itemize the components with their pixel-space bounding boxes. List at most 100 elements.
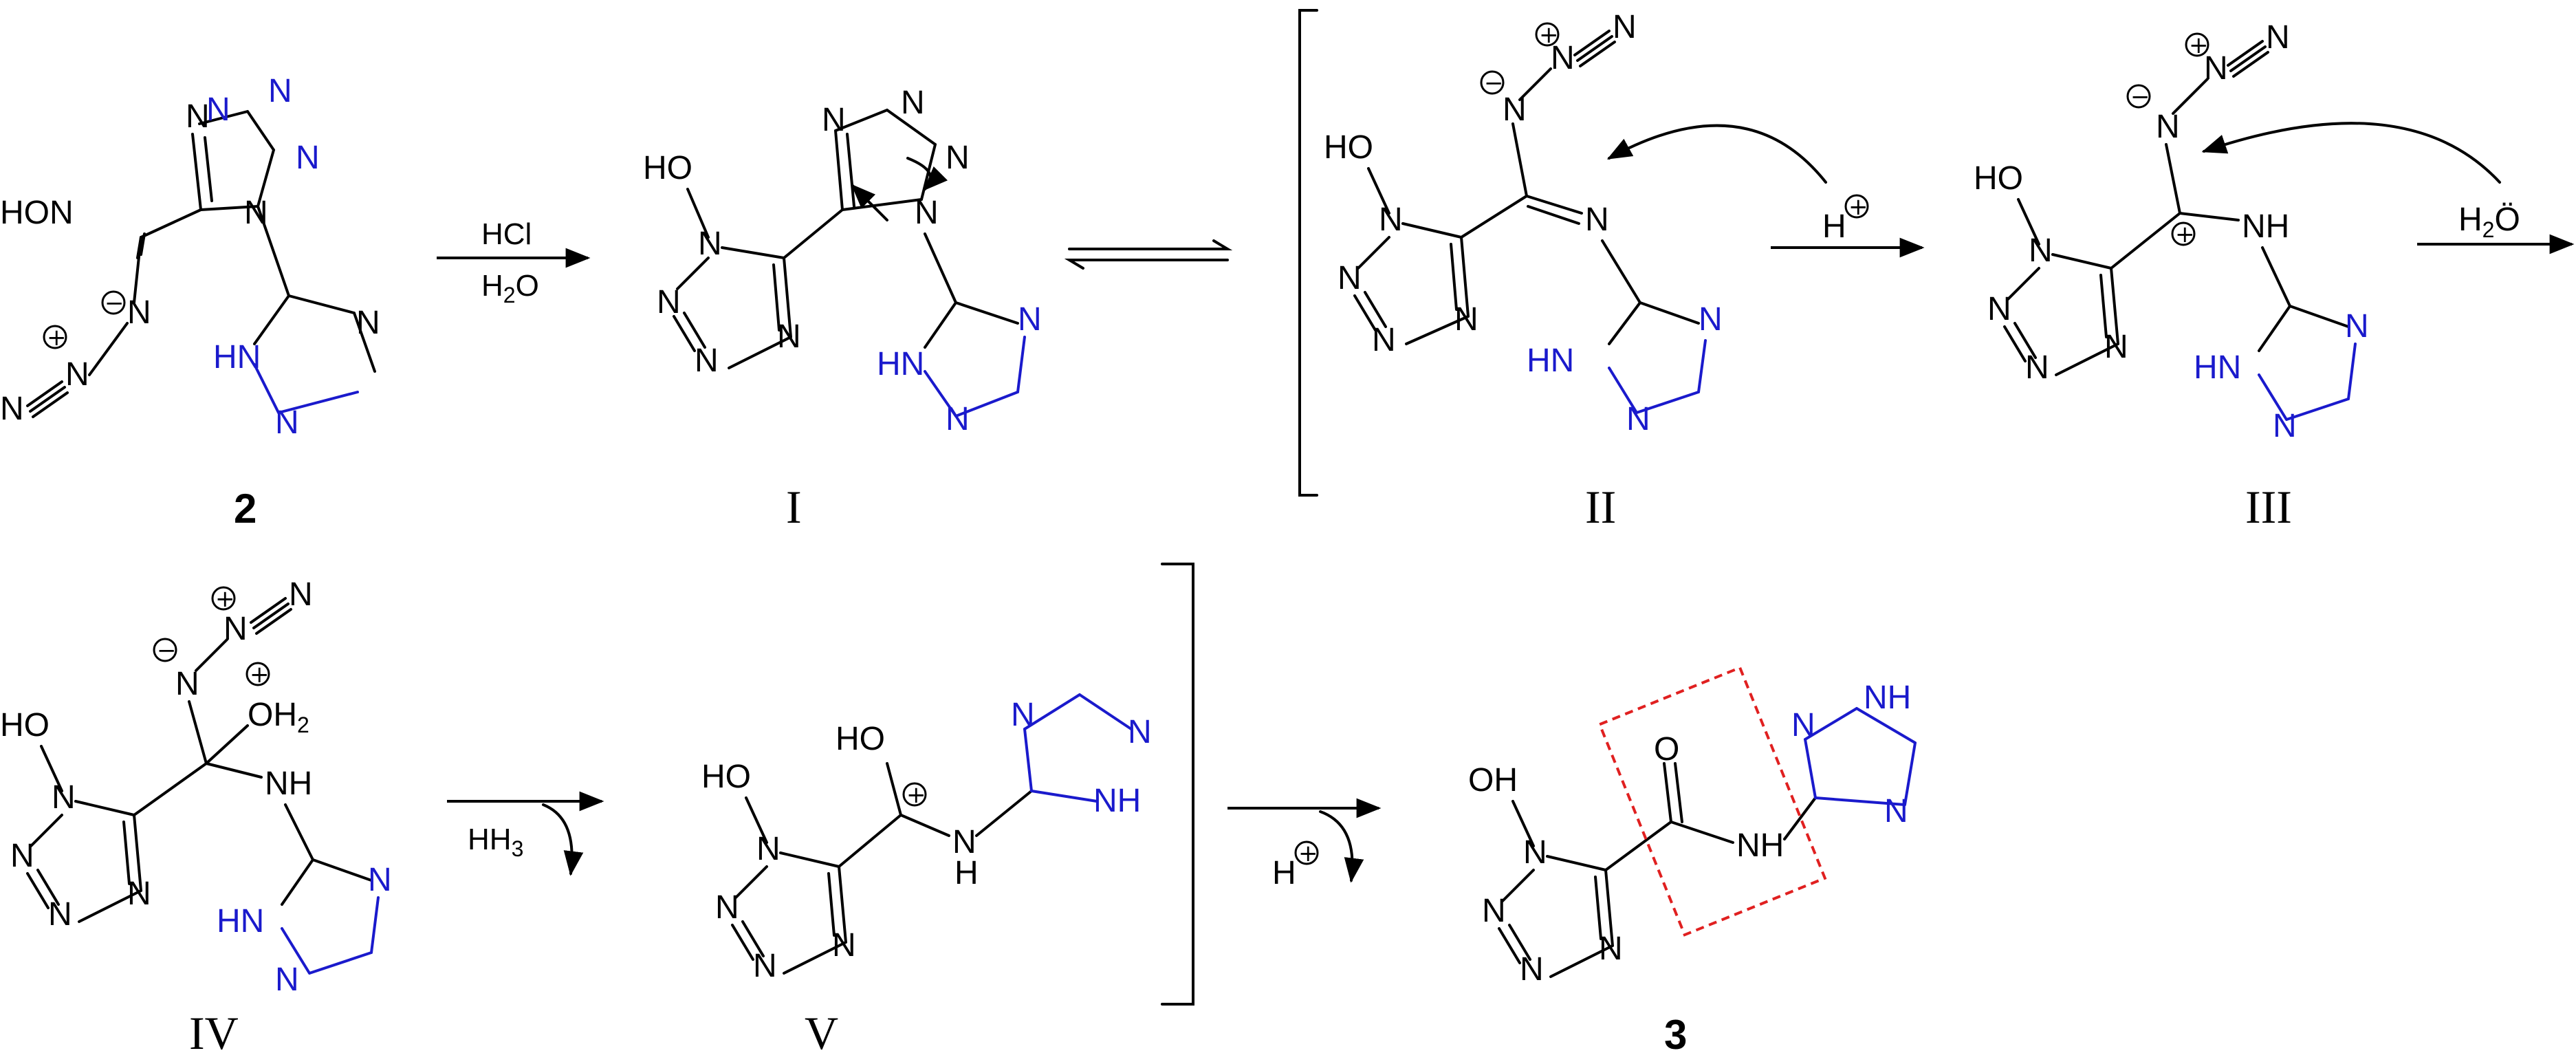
svg-text:N: N xyxy=(1599,931,1623,967)
svg-text:N: N xyxy=(1523,834,1547,871)
bracket-right xyxy=(1161,563,1194,1006)
svg-text:HO: HO xyxy=(1324,129,1373,166)
atom-hon: HON xyxy=(0,195,74,231)
svg-text:N: N xyxy=(2204,50,2228,87)
atom-n: N xyxy=(206,91,230,128)
svg-text:N: N xyxy=(2266,19,2290,56)
svg-text:N: N xyxy=(946,140,970,176)
compound-V: HO N N N N HO + N H N N NH V xyxy=(701,693,1152,1053)
svg-text:N: N xyxy=(946,401,970,437)
atom-n: N xyxy=(65,356,89,393)
compound-label: 3 xyxy=(1664,1012,1687,1053)
svg-text:N: N xyxy=(777,318,801,355)
atom-n: N xyxy=(0,391,24,427)
svg-text:OH: OH xyxy=(1468,762,1518,799)
reaction-arrow-hcl: HCl H2O xyxy=(437,217,591,307)
svg-text:HN: HN xyxy=(217,903,264,940)
svg-text:+: + xyxy=(215,585,235,613)
bracket-left xyxy=(1298,9,1318,497)
svg-text:N: N xyxy=(1884,793,1908,829)
svg-text:N: N xyxy=(1551,40,1575,76)
svg-text:N: N xyxy=(695,343,719,379)
svg-text:H2O: H2O xyxy=(481,269,539,307)
svg-text:+: + xyxy=(2175,221,2195,248)
amide-highlight-box xyxy=(1597,666,1827,937)
svg-text:−: − xyxy=(1484,69,1504,97)
svg-text:N: N xyxy=(698,226,722,262)
svg-text:N: N xyxy=(2345,308,2369,345)
svg-text:N: N xyxy=(1128,714,1152,750)
atom-n: N xyxy=(186,98,210,135)
svg-text:N: N xyxy=(1613,9,1637,45)
svg-text:N: N xyxy=(952,824,976,860)
svg-text:+: + xyxy=(47,324,67,351)
svg-text:N: N xyxy=(289,576,313,613)
reaction-arrow-hn3: HH3 xyxy=(447,791,604,876)
svg-text:N: N xyxy=(1626,401,1650,437)
svg-text:N: N xyxy=(2273,408,2297,444)
compound-IV: HO N N N N N N N − + + OH2 NH N HN N IV xyxy=(0,576,392,1053)
atom-n: N xyxy=(275,404,299,441)
svg-text:N: N xyxy=(1379,202,1403,238)
svg-text:N: N xyxy=(1699,301,1723,338)
svg-text:N: N xyxy=(127,876,151,912)
svg-text:HO: HO xyxy=(1974,160,2023,197)
svg-text:H: H xyxy=(954,855,979,891)
svg-text:N: N xyxy=(2025,349,2049,386)
atom-n: N xyxy=(356,305,380,341)
svg-text:+: + xyxy=(250,661,270,688)
compound-label: V xyxy=(805,1007,838,1053)
compound-II: HO N N N N N N N − + N N HN N H + II xyxy=(1324,9,1869,533)
svg-text:N: N xyxy=(832,927,856,964)
svg-text:N: N xyxy=(1018,301,1042,338)
compound-3: OH N N N N O NH N NH N 3 xyxy=(1468,666,1917,1053)
svg-text:N: N xyxy=(175,666,199,702)
svg-text:HO: HO xyxy=(836,721,885,757)
compound-label: IV xyxy=(189,1007,239,1053)
svg-text:N: N xyxy=(48,896,72,933)
svg-text:HO: HO xyxy=(0,707,50,743)
compound-label: 2 xyxy=(234,486,256,532)
svg-text:N: N xyxy=(2104,329,2128,365)
svg-text:N: N xyxy=(1987,291,2011,327)
svg-text:−: − xyxy=(105,290,124,317)
svg-text:N: N xyxy=(2029,232,2053,269)
compound-I: HO N N N N N N N N N HN N I xyxy=(643,85,1042,533)
svg-text:N: N xyxy=(1482,893,1506,929)
atom-n: N xyxy=(296,140,320,176)
svg-text:+: + xyxy=(1848,193,1868,221)
svg-text:HO: HO xyxy=(701,759,751,795)
svg-text:NH: NH xyxy=(1864,680,1911,716)
svg-text:HN: HN xyxy=(877,346,924,382)
compound-label: III xyxy=(2245,481,2292,533)
svg-text:HN: HN xyxy=(1527,343,1574,379)
svg-text:N: N xyxy=(1585,202,1609,238)
svg-text:N: N xyxy=(901,85,925,121)
svg-text:N: N xyxy=(2156,109,2180,145)
svg-text:N: N xyxy=(1520,951,1544,988)
svg-text:N: N xyxy=(753,948,777,984)
equilibrium-arrow xyxy=(1064,239,1233,270)
svg-text:N: N xyxy=(223,611,248,647)
svg-text:HN: HN xyxy=(2194,349,2241,386)
svg-text:−: − xyxy=(2130,83,2150,111)
svg-text:N: N xyxy=(1791,707,1815,743)
svg-text:+: + xyxy=(1298,840,1318,867)
compound-label: I xyxy=(786,481,802,533)
svg-text:N: N xyxy=(915,195,939,231)
svg-text:+: + xyxy=(906,781,926,809)
svg-text:N: N xyxy=(1011,697,1035,733)
svg-text:HO: HO xyxy=(643,150,692,186)
svg-text:H: H xyxy=(1272,855,1296,891)
compound-label: II xyxy=(1585,481,1616,533)
atom-n: N xyxy=(244,195,268,231)
svg-text:N: N xyxy=(10,838,34,874)
compound-2: N N N N N HON N N N N HN N − + 2 xyxy=(0,73,380,532)
svg-text:N: N xyxy=(1372,322,1396,358)
svg-text:HCl: HCl xyxy=(481,217,532,251)
svg-text:HH3: HH3 xyxy=(468,823,523,861)
svg-text:O: O xyxy=(1654,731,1679,768)
atom-n: N xyxy=(268,73,292,109)
compound-III: HO N N N N N N N − + + NH N HN N H2Ö III xyxy=(1974,19,2520,533)
